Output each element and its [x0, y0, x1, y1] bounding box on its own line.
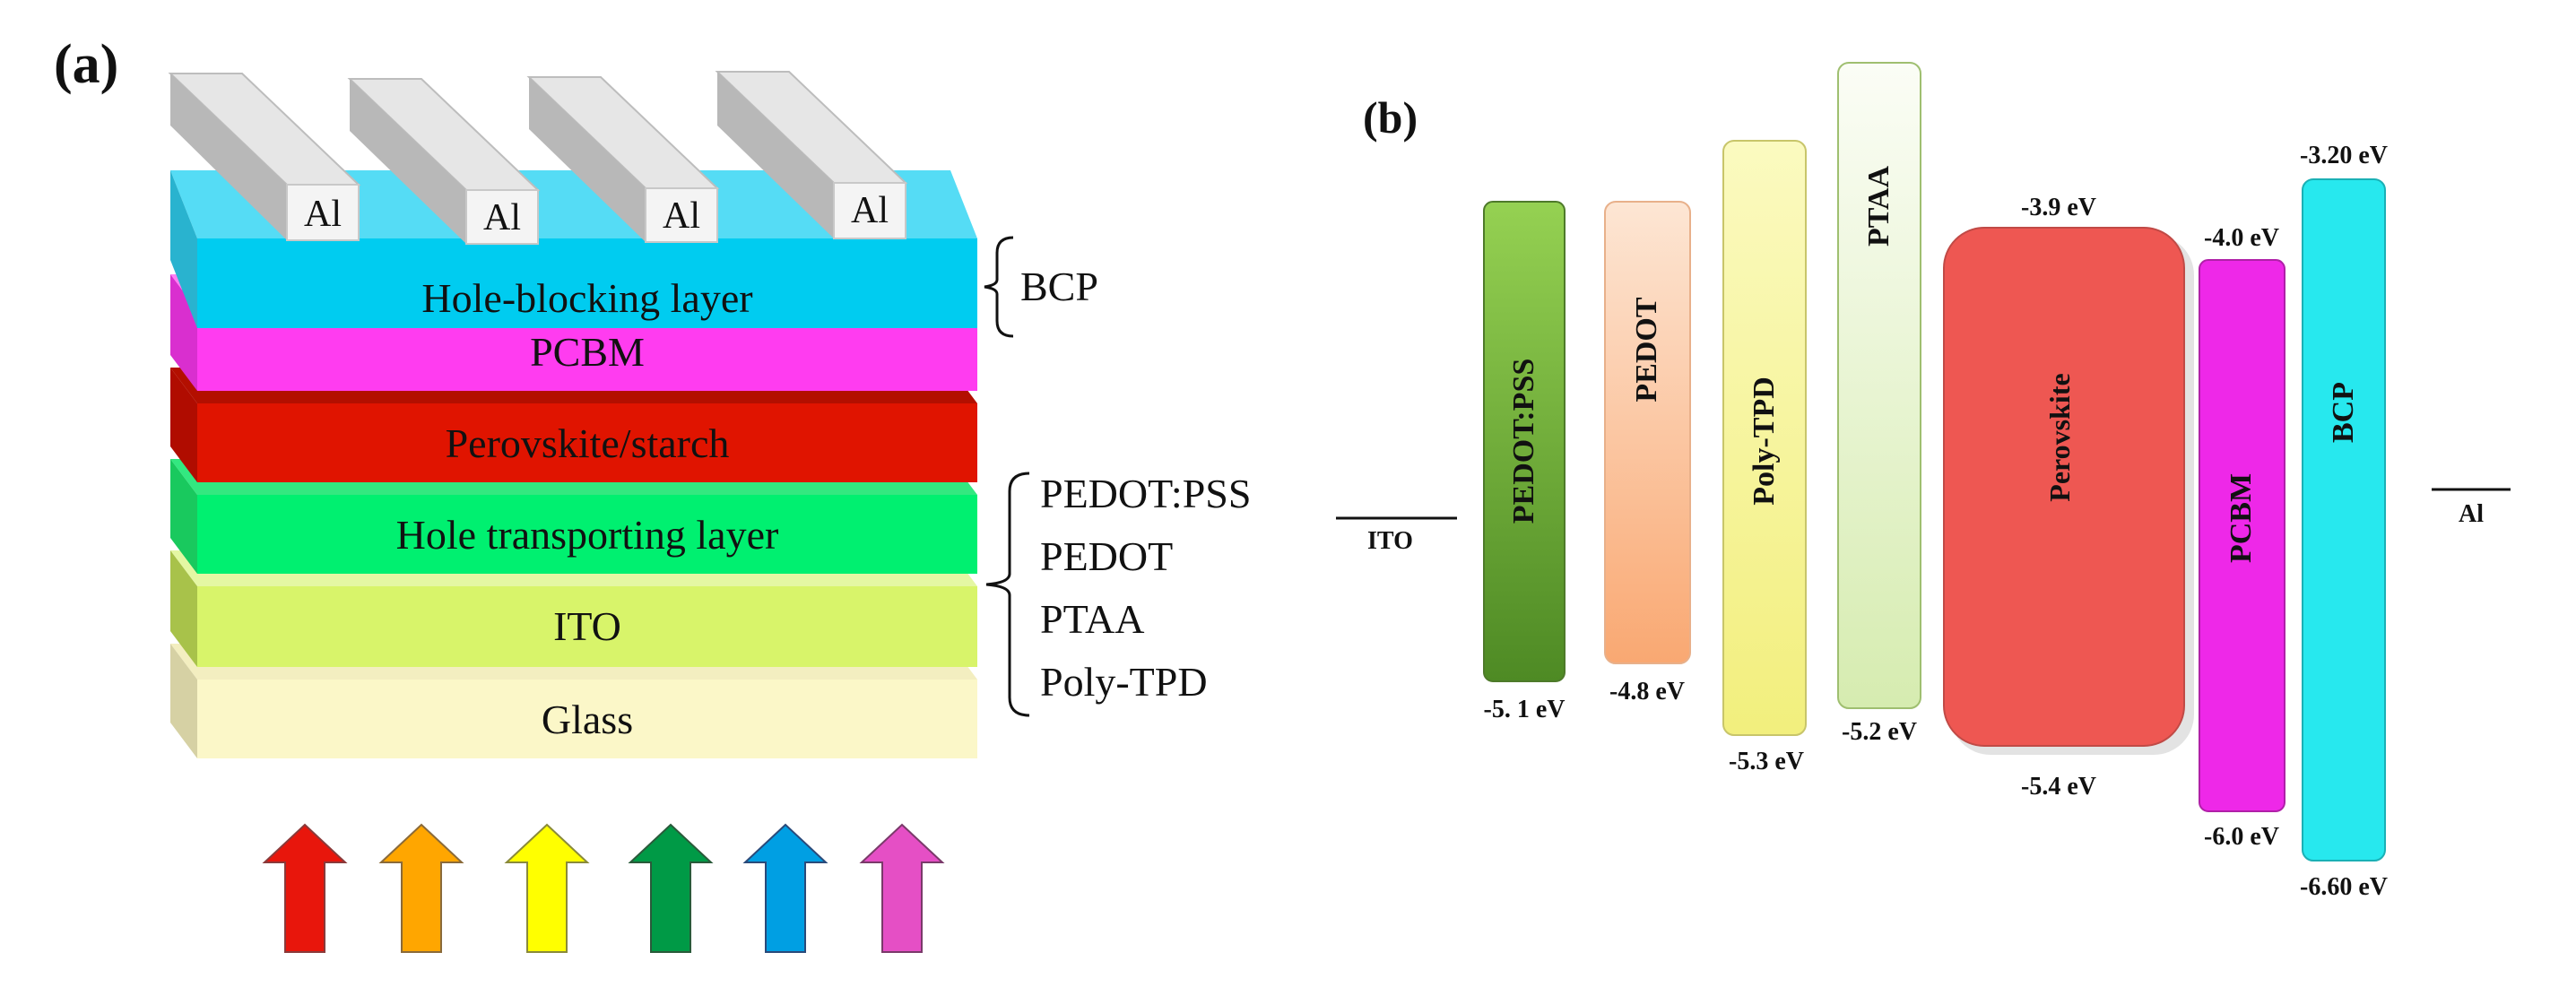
ptaa-bar-label: PTAA — [1862, 166, 1895, 247]
ptaa-bar: PTAA -5.2 eV — [1837, 62, 1921, 746]
bcp-bracket — [984, 236, 1014, 338]
light-arrow-blue — [742, 823, 828, 953]
ito-level-label: ITO — [1367, 527, 1413, 555]
pcbm-bar-label: PCBM — [2225, 473, 2258, 563]
pedot-bar: PEDOT -4.8 eV — [1604, 201, 1691, 706]
pedot-bar-label: PEDOT — [1630, 297, 1663, 402]
al-electrode-3: Al — [526, 76, 720, 243]
al-label-3: Al — [663, 195, 700, 237]
bcp-top-label: -3.20 eV — [2300, 142, 2388, 169]
pcbm-label: PCBM — [530, 329, 645, 375]
pcbm-bottom-label: -6.0 eV — [2204, 823, 2279, 851]
htl-option-1: PEDOT:PSS — [1040, 471, 1251, 516]
glass-label: Glass — [542, 697, 633, 742]
pedot-bottom-label: -4.8 eV — [1609, 678, 1685, 706]
htl-option-2: PEDOT — [1040, 533, 1173, 579]
panel-b-label: (b) — [1363, 92, 1418, 143]
pedot-pss-bar: PEDOT:PSS -5. 1 eV — [1483, 201, 1566, 723]
light-arrow-green — [628, 823, 714, 953]
al-electrode-1: Al — [168, 73, 361, 241]
light-arrow-pink — [859, 823, 945, 953]
al-label-2: Al — [483, 197, 521, 238]
bcp-bottom-label: -6.60 eV — [2300, 873, 2388, 901]
bcp-label: BCP — [1020, 264, 1098, 309]
light-arrows — [262, 823, 945, 953]
bcp-bar: BCP -3.20 eV -6.60 eV — [2300, 142, 2388, 901]
ito-label: ITO — [553, 603, 621, 649]
htl-options-bracket — [985, 472, 1030, 717]
poly-tpd-bottom-label: -5.3 eV — [1729, 748, 1804, 775]
hole-blocking-layer: Hole-blocking layer — [170, 170, 977, 328]
ptaa-bottom-label: -5.2 eV — [1842, 718, 1917, 746]
panel-a-label: (a) — [54, 34, 118, 95]
al-electrode-4: Al — [715, 71, 908, 239]
al-label-4: Al — [851, 190, 889, 231]
light-arrow-red — [262, 823, 348, 953]
htl-option-3: PTAA — [1040, 596, 1144, 642]
hole-transport-layer: Hole transporting layer — [170, 459, 977, 574]
hole-blocking-label: Hole-blocking layer — [421, 275, 752, 321]
pcbm-top-label: -4.0 eV — [2204, 224, 2279, 252]
perovskite-bottom-label: -5.4 eV — [2021, 773, 2096, 801]
perovskite-bar-label: Perovskite — [2043, 373, 2076, 501]
perovskite-top-label: -3.9 eV — [2021, 194, 2096, 221]
panel-a: (a) Glass ITO Hole transporting layer — [54, 34, 1251, 953]
pcbm-bar: PCBM -4.0 eV -6.0 eV — [2199, 224, 2285, 851]
bcp-bar-label: BCP — [2327, 382, 2360, 443]
light-arrow-yellow — [504, 823, 590, 953]
panel-b: (b) ITO Al PEDOT:PSS -5. 1 eV PEDOT -4.8… — [1336, 62, 2511, 901]
perovskite-label: Perovskite/starch — [446, 420, 730, 466]
poly-tpd-bar: Poly-TPD -5.3 eV — [1722, 140, 1807, 775]
htl-option-4: Poly-TPD — [1040, 659, 1208, 705]
perovskite-bar: Perovskite -3.9 eV -5.4 eV — [1943, 194, 2194, 801]
al-electrode-2: Al — [347, 78, 541, 245]
pedot-pss-bottom-label: -5. 1 eV — [1484, 696, 1566, 723]
pedot-pss-bar-label: PEDOT:PSS — [1507, 359, 1540, 524]
al-level-label: Al — [2459, 500, 2484, 528]
hole-transport-label: Hole transporting layer — [396, 512, 779, 558]
poly-tpd-bar-label: Poly-TPD — [1748, 377, 1781, 506]
al-label-1: Al — [304, 194, 342, 235]
light-arrow-orange — [378, 823, 464, 953]
